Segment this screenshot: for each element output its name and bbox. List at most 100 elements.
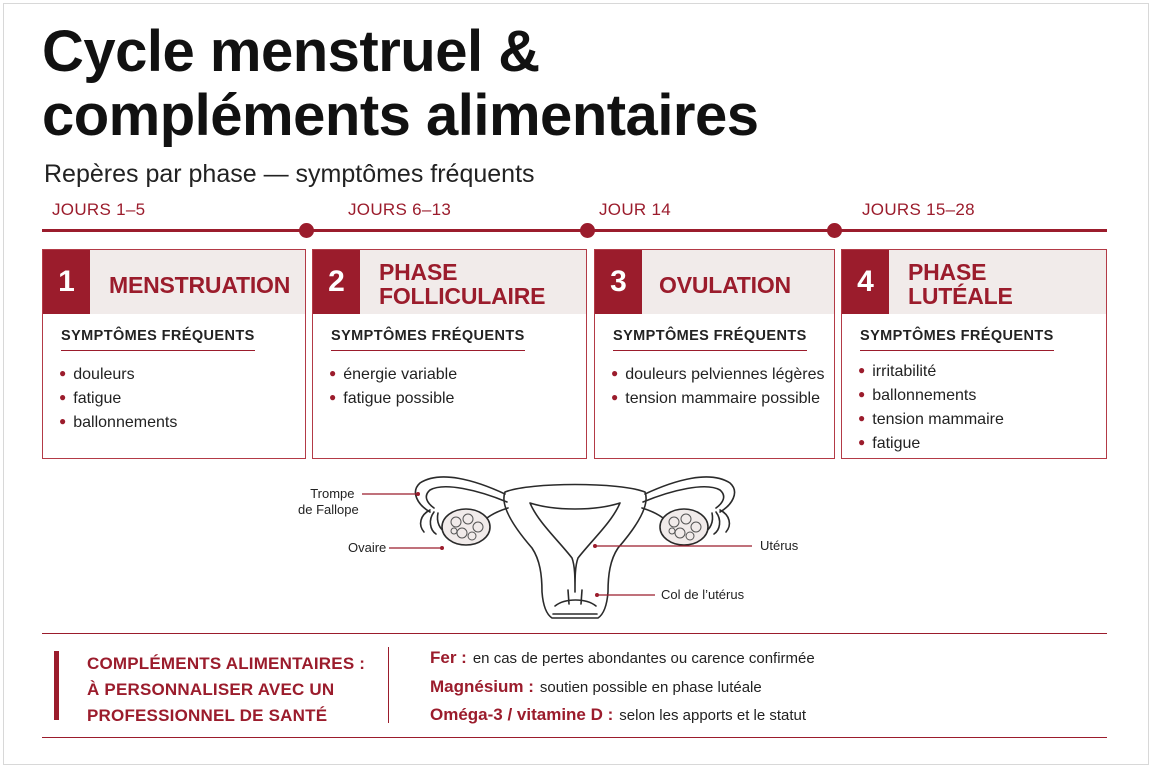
phase-number: 1: [43, 250, 90, 314]
timeline-line: [42, 229, 1107, 232]
list-item: ● fatigue possible: [329, 387, 457, 411]
bullet-icon: ●: [59, 366, 67, 380]
page-title: Cycle menstruel & compléments alimentair…: [42, 20, 759, 148]
symptom-list: ● douleurs ● fatigue ● ballonnements: [59, 363, 177, 435]
label-uterus: Utérus: [760, 538, 799, 553]
title-line-2: compléments alimentaires: [42, 83, 759, 148]
phase-name-line-1: PHASE: [379, 259, 458, 285]
phase-number: 3: [595, 250, 642, 314]
symptoms-heading: SYMPTÔMES FRÉQUENTS: [613, 328, 807, 351]
symptom-text: énergie variable: [343, 366, 458, 383]
symptom-text: ballonnements: [73, 414, 178, 431]
card-header: 1 MENSTRUATION: [43, 250, 305, 314]
supplement-row-omega: Oméga-3 / vitamine D : selon les apports …: [430, 705, 806, 725]
supplement-note: soutien possible en phase lutéale: [539, 679, 762, 696]
list-item: ● irritabilité: [858, 360, 1004, 384]
timeline-dot: [299, 223, 314, 238]
supplement-name: Fer :: [430, 648, 467, 667]
phase-card-folliculaire: 2 PHASE FOLLICULAIRE SYMPTÔMES FRÉQUENTS…: [312, 249, 587, 459]
days-label-3: JOUR 14: [599, 200, 672, 219]
phase-name-line-1: PHASE: [908, 259, 987, 285]
symptom-list: ● irritabilité ● ballonnements ● tension ma…: [858, 360, 1004, 456]
phase-name: PHASE FOLLICULAIRE: [379, 260, 545, 308]
list-item: ● douleurs: [59, 363, 177, 387]
list-item: ● fatigue: [858, 432, 1004, 456]
phase-card-ovulation: 3 OVULATION SYMPTÔMES FRÉQUENTS ● douleur…: [594, 249, 835, 459]
symptom-list: ● douleurs pelviennes légères ● tension ma…: [611, 363, 825, 411]
card-header: 3 OVULATION: [595, 250, 834, 314]
title-line-1: Cycle menstruel &: [42, 19, 540, 84]
list-item: ● énergie variable: [329, 363, 457, 387]
accent-bar: [54, 651, 59, 720]
phase-name: OVULATION: [659, 273, 791, 297]
vertical-separator: [388, 647, 389, 723]
label-trompe-line-2: de Fallope: [298, 502, 359, 517]
list-item: ● fatigue: [59, 387, 177, 411]
list-item: ● ballonnements: [59, 411, 177, 435]
uterus-illustration: [362, 476, 752, 619]
supplements-title: COMPLÉMENTS ALIMENTAIRES : À PERSONNALIS…: [87, 651, 365, 729]
bullet-icon: ●: [329, 390, 337, 404]
supplements-title-line-2: À PERSONNALISER AVEC UN: [87, 680, 335, 699]
list-item: ● tension mammaire: [858, 408, 1004, 432]
label-ovaire: Ovaire: [348, 540, 387, 555]
page-subtitle: Repères par phase — symptômes fréquents: [44, 160, 535, 188]
divider-bottom: [42, 737, 1107, 738]
supplements-title-line-1: COMPLÉMENTS ALIMENTAIRES :: [87, 654, 366, 673]
phase-name-line-1: OVULATION: [659, 272, 791, 298]
bullet-icon: ●: [611, 366, 619, 380]
symptoms-heading: SYMPTÔMES FRÉQUENTS: [331, 328, 525, 351]
phase-number: 4: [842, 250, 889, 314]
bullet-icon: ●: [329, 366, 337, 380]
symptoms-heading: SYMPTÔMES FRÉQUENTS: [860, 328, 1054, 351]
timeline-dot: [580, 223, 595, 238]
supplements-title-line-3: PROFESSIONNEL DE SANTÉ: [87, 706, 328, 725]
card-header: 2 PHASE FOLLICULAIRE: [313, 250, 586, 314]
symptom-text: douleurs: [73, 366, 135, 383]
phase-name: MENSTRUATION: [109, 273, 290, 297]
bullet-icon: ●: [59, 414, 67, 428]
bullet-icon: ●: [858, 411, 866, 425]
symptom-text: fatigue: [73, 390, 122, 407]
list-item: ● tension mammaire possible: [611, 387, 825, 411]
symptom-text: fatigue possible: [343, 390, 455, 407]
label-trompe: Trompe de Fallope: [298, 486, 359, 518]
phase-card-luteale: 4 PHASE LUTÉALE SYMPTÔMES FRÉQUENTS ● irr…: [841, 249, 1107, 459]
supplement-name: Magnésium :: [430, 677, 534, 696]
list-item: ● douleurs pelviennes légères: [611, 363, 825, 387]
symptom-text: tension mammaire possible: [625, 390, 820, 407]
symptom-text: irritabilité: [872, 363, 937, 380]
card-header: 4 PHASE LUTÉALE: [842, 250, 1106, 314]
label-col: Col de l’utérus: [661, 587, 745, 602]
symptoms-heading: SYMPTÔMES FRÉQUENTS: [61, 328, 255, 351]
supplement-note: en cas de pertes abondantes ou carence c…: [472, 650, 815, 667]
phase-name: PHASE LUTÉALE: [908, 260, 1013, 308]
phase-card-menstruation: 1 MENSTRUATION SYMPTÔMES FRÉQUENTS ● doul…: [42, 249, 306, 459]
bullet-icon: ●: [59, 390, 67, 404]
bullet-icon: ●: [611, 390, 619, 404]
list-item: ● ballonnements: [858, 384, 1004, 408]
phase-name-line-2: FOLLICULAIRE: [379, 283, 546, 309]
bullet-icon: ●: [858, 435, 866, 449]
days-label-4: JOURS 15–28: [862, 200, 975, 219]
symptom-text: douleurs pelviennes légères: [625, 366, 825, 383]
bullet-icon: ●: [858, 363, 866, 377]
phase-name-line-1: MENSTRUATION: [109, 272, 291, 298]
symptom-text: fatigue: [872, 435, 921, 452]
divider-top: [42, 633, 1107, 634]
symptom-text: tension mammaire: [872, 411, 1004, 428]
days-label-2: JOURS 6–13: [348, 200, 452, 219]
supplement-row-fer: Fer : en cas de pertes abondantes ou care…: [430, 648, 815, 668]
page-frame: [3, 3, 1149, 765]
phase-number: 2: [313, 250, 360, 314]
symptom-list: ● énergie variable ● fatigue possible: [329, 363, 457, 411]
symptom-text: ballonnements: [872, 387, 977, 404]
phase-name-line-2: LUTÉALE: [908, 283, 1013, 309]
supplement-note: selon les apports et le statut: [619, 707, 807, 724]
label-trompe-line-1: Trompe: [310, 486, 355, 501]
supplement-row-magnesium: Magnésium : soutien possible en phase lut…: [430, 677, 762, 697]
days-label-1: JOURS 1–5: [52, 200, 146, 219]
bullet-icon: ●: [858, 387, 866, 401]
supplement-name: Oméga-3 / vitamine D :: [430, 705, 614, 724]
timeline-dot: [827, 223, 842, 238]
